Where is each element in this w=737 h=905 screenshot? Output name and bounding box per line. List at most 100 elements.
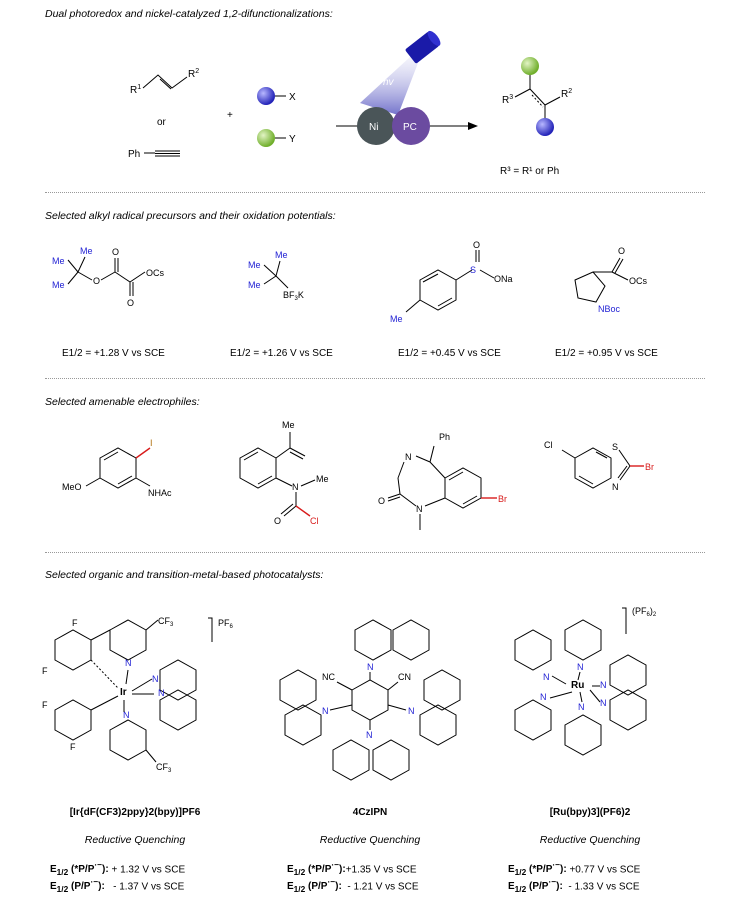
svg-text:F: F bbox=[42, 666, 48, 676]
svg-text:N: N bbox=[158, 688, 165, 698]
ni-disc bbox=[357, 107, 395, 145]
product-green-sphere-icon bbox=[521, 57, 539, 75]
ru-red-value: - 1.33 V vs SCE bbox=[568, 881, 640, 893]
svg-text:O: O bbox=[473, 240, 480, 250]
sulfinate-precursor: Me S O ONa bbox=[390, 240, 513, 324]
svg-text:N: N bbox=[125, 658, 132, 668]
svg-text:N: N bbox=[366, 730, 373, 740]
svg-text:Me: Me bbox=[52, 256, 65, 266]
svg-text:Br: Br bbox=[645, 462, 654, 472]
svg-text:O: O bbox=[93, 276, 100, 286]
light-lamp-icon: hv bbox=[360, 30, 441, 115]
svg-text:MeO: MeO bbox=[62, 482, 82, 492]
svg-text:O: O bbox=[274, 516, 281, 526]
svg-text:R2: R2 bbox=[188, 68, 199, 80]
boc-proline-precursor: NBoc O OCs bbox=[574, 246, 648, 314]
electrophiles: I MeO NHAc Me N Me O Cl Ph N bbox=[62, 420, 654, 530]
svg-text:O: O bbox=[618, 246, 625, 256]
bromo-benzodiazepine-electrophile: Ph N O N Br bbox=[378, 432, 507, 530]
svg-text:N: N bbox=[543, 672, 550, 682]
svg-text:Cl: Cl bbox=[310, 516, 319, 526]
ru-ox-potential: E1/2 (*P/P·−): +0.77 V vs SCE bbox=[508, 860, 641, 878]
svg-text:Me: Me bbox=[52, 280, 65, 290]
svg-text:Ph: Ph bbox=[439, 432, 450, 442]
czipn-red-value: - 1.21 V vs SCE bbox=[347, 881, 419, 893]
section-4-header: Selected organic and transition-metal-ba… bbox=[45, 569, 324, 581]
section-1-header: Dual photoredox and nickel-catalyzed 1,2… bbox=[45, 8, 333, 20]
svg-text:BF3K: BF3K bbox=[283, 290, 304, 302]
ru-ox-value: +0.77 V vs SCE bbox=[569, 864, 641, 876]
plus-sign: + bbox=[227, 110, 233, 121]
section-2-header: Selected alkyl radical precursors and th… bbox=[45, 210, 336, 222]
separator-3 bbox=[45, 552, 705, 553]
ir-red-value: - 1.37 V vs SCE bbox=[113, 881, 185, 893]
separator-1 bbox=[45, 192, 705, 193]
quenching-ru: Reductive Quenching bbox=[539, 834, 641, 846]
iodoarene-electrophile: I MeO NHAc bbox=[62, 438, 172, 498]
czipn-red-potential: E1/2 (P/P·−): - 1.21 V vs SCE bbox=[287, 877, 419, 895]
product-structure: R3 R2 bbox=[502, 57, 572, 136]
svg-text:N: N bbox=[600, 698, 607, 708]
svg-text:Ir: Ir bbox=[120, 687, 127, 698]
svg-text:Me: Me bbox=[80, 246, 93, 256]
potential-2: E1/2 = +1.26 V vs SCE bbox=[230, 348, 333, 359]
oxalate-precursor: Me Me Me O O O OCs bbox=[52, 246, 165, 308]
svg-text:NBoc: NBoc bbox=[598, 304, 621, 314]
svg-text:O: O bbox=[112, 247, 119, 257]
r3-definition: R³ = R¹ or Ph bbox=[500, 166, 560, 177]
svg-text:F: F bbox=[72, 618, 78, 628]
svg-text:N: N bbox=[540, 692, 547, 702]
svg-text:PF6: PF6 bbox=[218, 618, 234, 630]
photocatalyst-structures: CF3 PF6 N F F Ir N N F F N CF3 N NC bbox=[42, 606, 657, 781]
potential-4: E1/2 = +0.95 V vs SCE bbox=[555, 348, 658, 359]
svg-text:O: O bbox=[127, 298, 134, 308]
svg-text:S: S bbox=[470, 265, 476, 275]
svg-text:F: F bbox=[42, 700, 48, 710]
pc-disc bbox=[392, 107, 430, 145]
svg-text:N: N bbox=[408, 706, 415, 716]
svg-text:Br: Br bbox=[498, 494, 507, 504]
svg-text:N: N bbox=[600, 680, 607, 690]
svg-text:N: N bbox=[123, 710, 130, 720]
potential-1: E1/2 = +1.28 V vs SCE bbox=[62, 348, 165, 359]
ir-ox-value: + 1.32 V vs SCE bbox=[111, 864, 186, 876]
svg-text:CF3: CF3 bbox=[156, 762, 172, 774]
quenching-ir: Reductive Quenching bbox=[84, 834, 186, 846]
svg-text:NC: NC bbox=[322, 672, 335, 682]
svg-text:N: N bbox=[612, 482, 619, 492]
product-blue-sphere-icon bbox=[536, 118, 554, 136]
ni-label: Ni bbox=[369, 122, 378, 133]
alkene-structure: R1 R2 bbox=[130, 68, 199, 96]
hv-label: hv bbox=[383, 77, 395, 88]
svg-text:O: O bbox=[378, 496, 385, 506]
separator-2 bbox=[45, 378, 705, 379]
svg-text:N: N bbox=[292, 482, 299, 492]
svg-text:N: N bbox=[577, 662, 584, 672]
4czipn-structure: N NC CN N N N bbox=[279, 619, 461, 781]
section-3-header: Selected amenable electrophiles: bbox=[45, 396, 200, 408]
svg-text:Me: Me bbox=[390, 314, 403, 324]
svg-text:N: N bbox=[405, 452, 412, 462]
svg-text:Ru: Ru bbox=[571, 680, 584, 691]
svg-text:N: N bbox=[578, 702, 585, 712]
svg-text:S: S bbox=[612, 442, 618, 452]
svg-text:N: N bbox=[152, 674, 159, 684]
svg-text:Me: Me bbox=[248, 280, 261, 290]
x-label: X bbox=[289, 92, 296, 103]
svg-text:CF3: CF3 bbox=[158, 616, 174, 628]
svg-text:Me: Me bbox=[248, 260, 261, 270]
ir-red-potential: E1/2 (P/P·−): - 1.37 V vs SCE bbox=[50, 877, 185, 895]
svg-text:CN: CN bbox=[398, 672, 411, 682]
svg-text:Cl: Cl bbox=[544, 440, 553, 450]
czipn-ox-potential: E1/2 (*P/P·−):+1.35 V vs SCE bbox=[287, 860, 417, 878]
svg-text:Me: Me bbox=[316, 474, 329, 484]
catalyst-name-ir: [Ir{dF(CF3)2ppy}2(bpy)]PF6 bbox=[69, 807, 201, 818]
y-label: Y bbox=[289, 134, 296, 145]
quenching-4czipn: Reductive Quenching bbox=[319, 834, 421, 846]
svg-text:OCs: OCs bbox=[629, 276, 648, 286]
svg-text:F: F bbox=[70, 742, 76, 752]
ru-red-potential: E1/2 (P/P·−): - 1.33 V vs SCE bbox=[508, 877, 640, 895]
svg-text:Ph: Ph bbox=[128, 149, 140, 160]
alkyne-structure: Ph bbox=[128, 149, 180, 160]
carbamoyl-chloride-electrophile: Me N Me O Cl bbox=[239, 420, 329, 526]
